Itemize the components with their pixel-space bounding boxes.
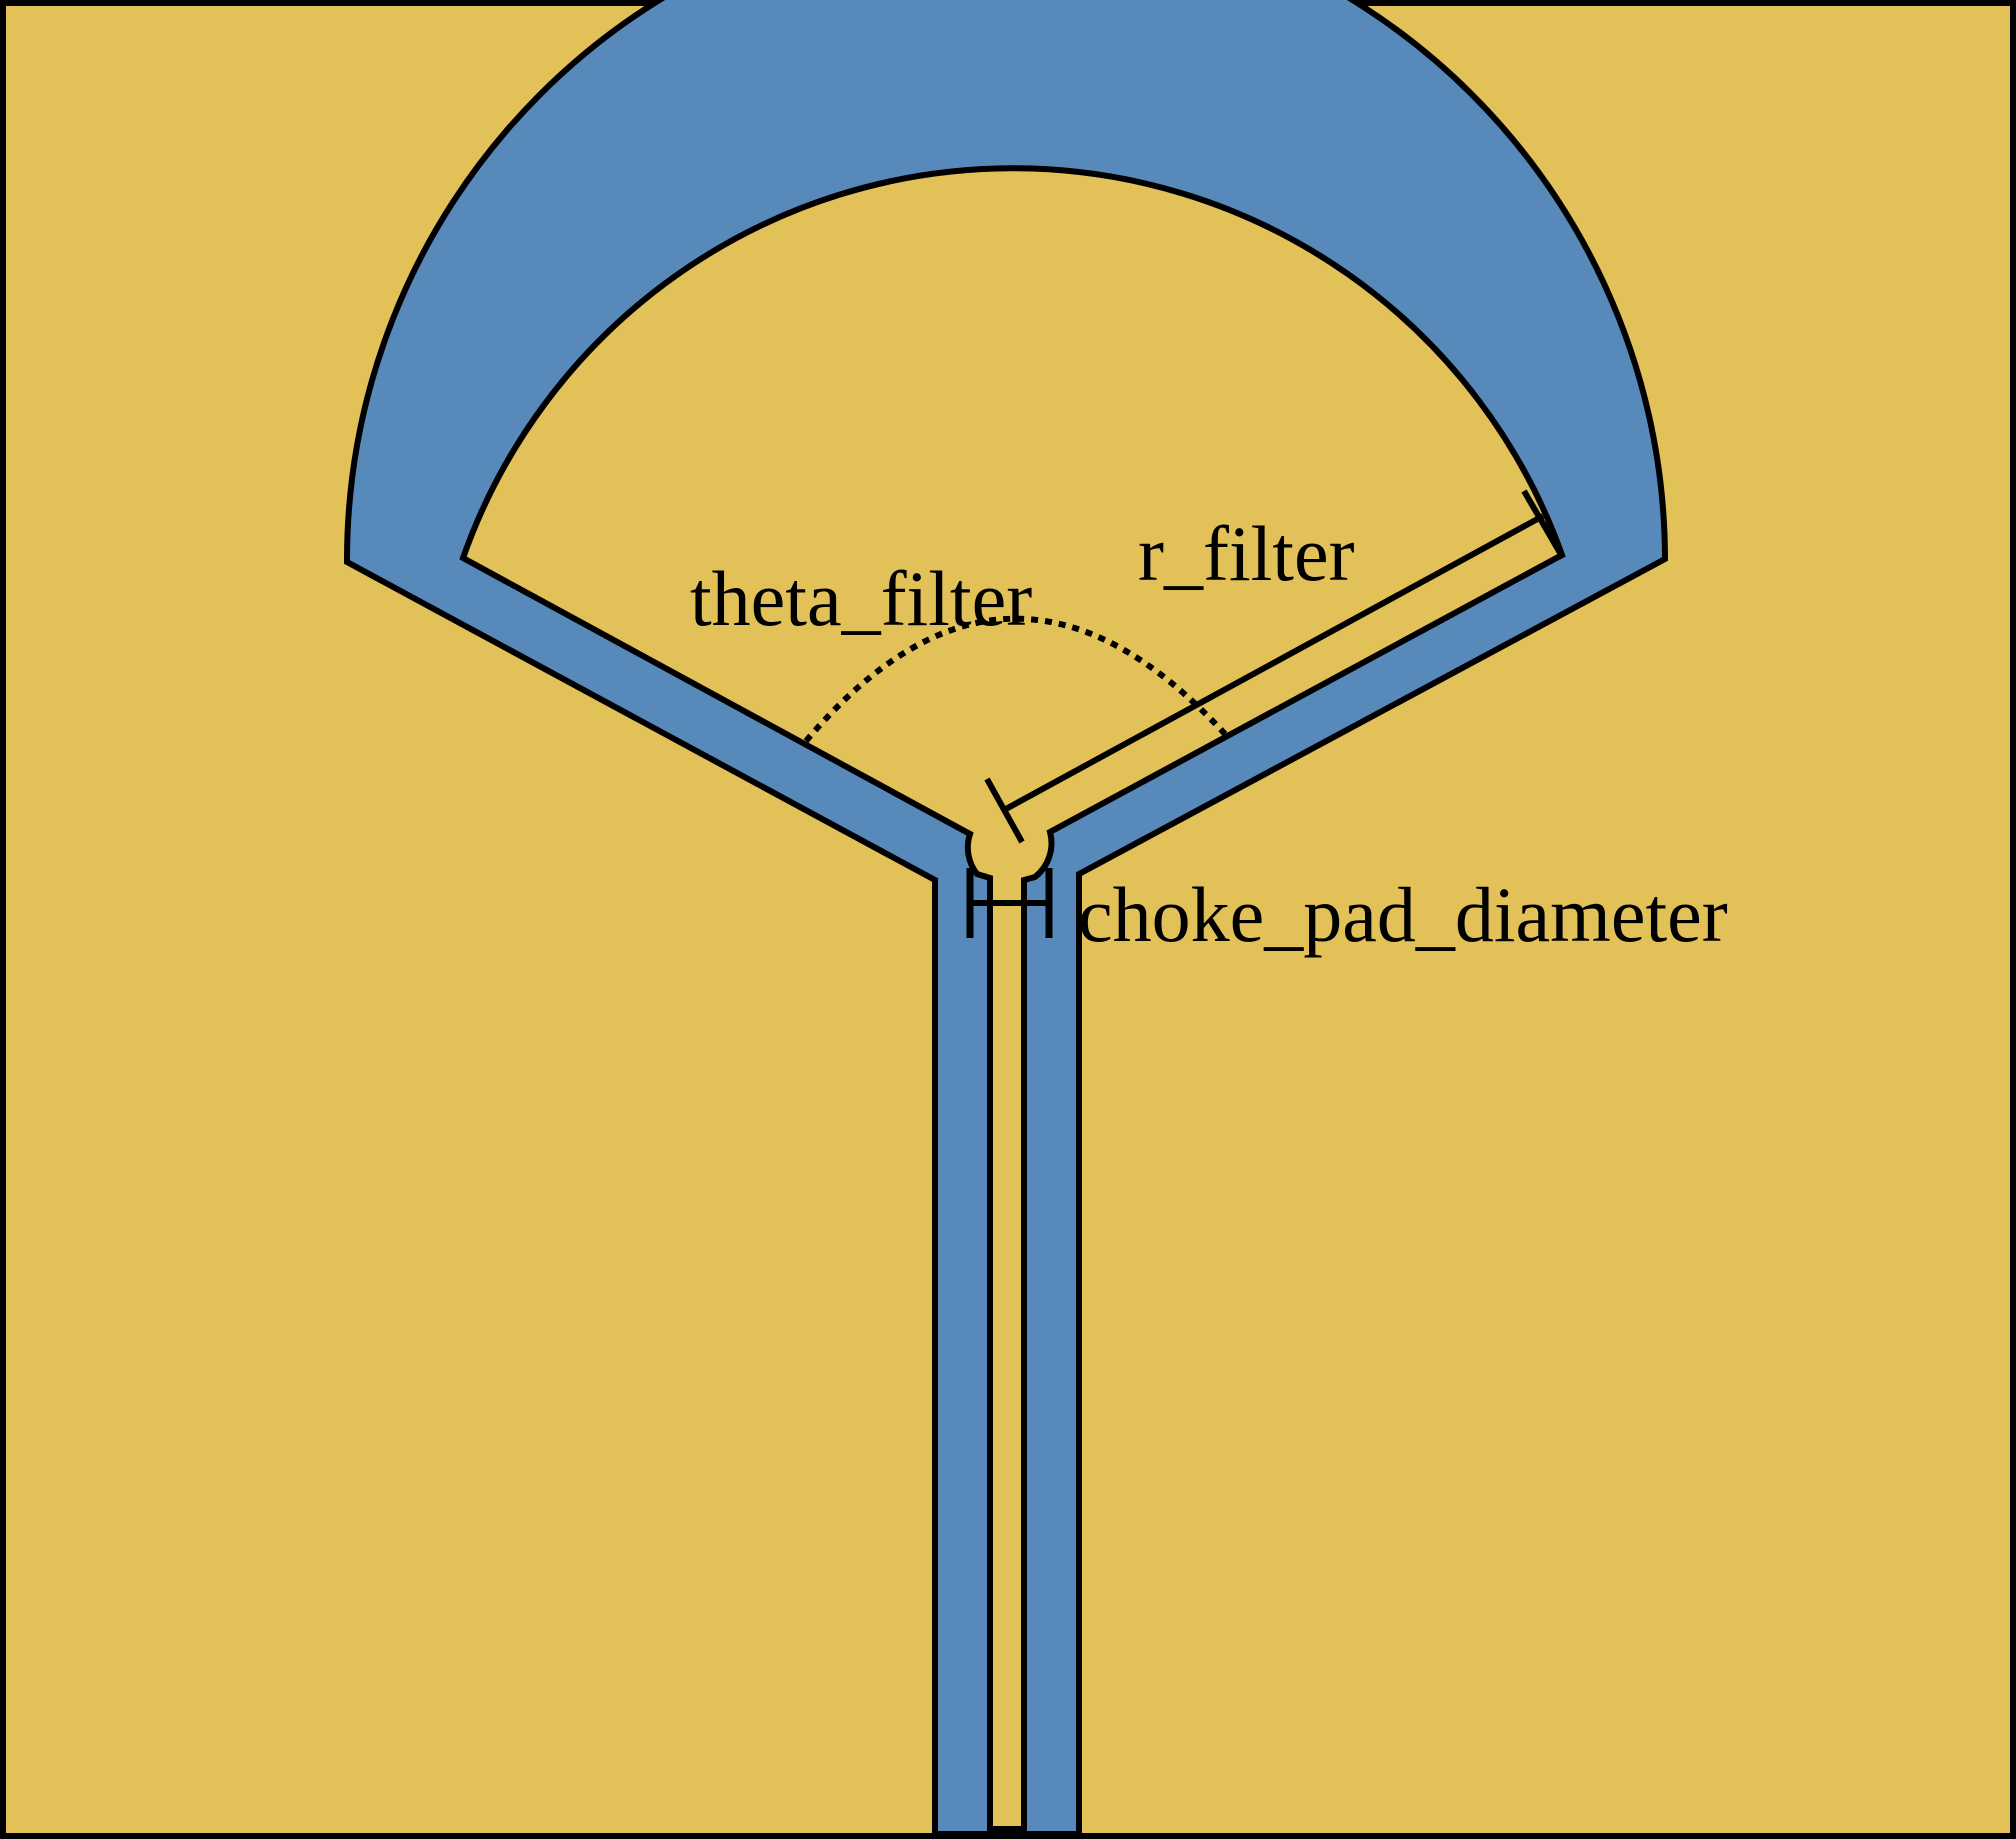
- choke-pad-diameter-label: choke_pad_diameter: [1078, 871, 1728, 958]
- radial-stub-metal: [459, 165, 1566, 1832]
- theta-filter-label: theta_filter: [690, 555, 1032, 642]
- r-filter-dimension: [984, 489, 1566, 844]
- r-filter-label: r_filter: [1138, 510, 1355, 597]
- choke-pad-diameter-dimension: [966, 868, 1053, 938]
